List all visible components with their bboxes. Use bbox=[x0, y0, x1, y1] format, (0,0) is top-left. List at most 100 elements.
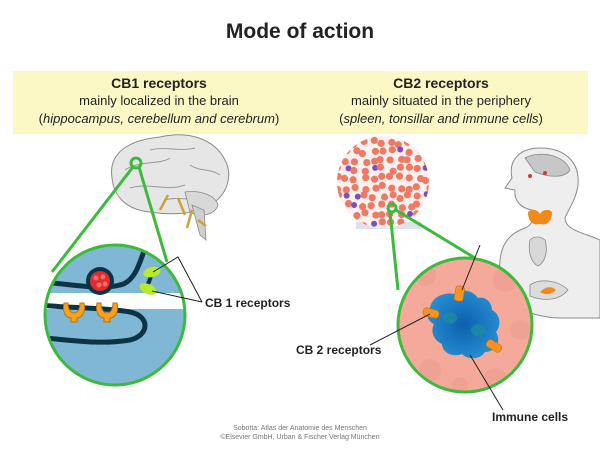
cb2-description: CB2 receptors mainly situated in the per… bbox=[296, 74, 586, 128]
red-blood-cell bbox=[370, 136, 378, 144]
red-blood-cell bbox=[341, 138, 349, 146]
cb1-heading: CB1 receptors bbox=[111, 75, 207, 91]
paren-open: ( bbox=[38, 111, 44, 126]
red-blood-cell bbox=[417, 147, 425, 155]
red-blood-cell bbox=[413, 138, 421, 146]
cb2-zoom-connector bbox=[386, 202, 476, 291]
cb1-receptor-icons bbox=[139, 266, 161, 295]
cb1-magnified-view bbox=[43, 243, 187, 387]
credit-line-2: ©Elsevier GmbH, Urban & Fischer Verlag M… bbox=[220, 434, 380, 441]
red-blood-cell bbox=[350, 166, 358, 175]
human-body-illustration bbox=[499, 147, 600, 319]
white-blood-cell bbox=[354, 193, 361, 200]
red-blood-cell bbox=[378, 211, 386, 219]
red-blood-cell bbox=[370, 175, 379, 183]
red-blood-cell bbox=[423, 147, 429, 155]
red-blood-cell bbox=[425, 213, 429, 221]
red-blood-cell bbox=[395, 172, 404, 180]
white-blood-cell bbox=[423, 191, 429, 198]
image-credit: Sobotta: Atlas der Anatomie des Menschen… bbox=[0, 424, 600, 442]
red-blood-cell bbox=[342, 186, 350, 194]
red-blood-cell bbox=[349, 176, 357, 184]
red-blood-cell bbox=[377, 139, 385, 147]
red-blood-cell bbox=[337, 191, 342, 199]
red-blood-cell bbox=[398, 185, 406, 193]
red-blood-cell bbox=[361, 209, 369, 217]
red-blood-cell bbox=[341, 213, 349, 221]
red-blood-cell bbox=[376, 156, 384, 164]
red-blood-cell bbox=[337, 172, 342, 181]
red-blood-cell bbox=[362, 174, 370, 182]
red-blood-cell bbox=[396, 194, 404, 203]
red-blood-cell bbox=[337, 210, 340, 218]
cb1-zoom-connector bbox=[50, 156, 169, 273]
white-blood-cell bbox=[372, 164, 379, 171]
red-blood-cell bbox=[353, 211, 361, 220]
red-blood-cell bbox=[371, 147, 380, 155]
cb2-receptors-label: CB 2 receptors bbox=[296, 343, 382, 357]
cb2-subtitle: mainly situated in the periphery bbox=[351, 93, 531, 108]
red-blood-cell bbox=[353, 147, 361, 155]
cb2-label-pointer bbox=[369, 244, 504, 411]
red-blood-cell bbox=[385, 172, 394, 180]
red-blood-cell bbox=[376, 163, 385, 171]
red-blood-cell bbox=[378, 218, 386, 226]
red-blood-cell bbox=[378, 181, 386, 189]
red-blood-cell bbox=[337, 147, 344, 155]
header-band bbox=[13, 71, 588, 134]
cb2-detail-text: spleen, tonsillar and immune cells bbox=[343, 111, 539, 126]
red-blood-cell bbox=[351, 183, 359, 192]
red-blood-cell bbox=[337, 164, 341, 172]
red-blood-cell bbox=[344, 199, 353, 208]
cb2-magnified-view bbox=[396, 256, 534, 394]
red-blood-cell bbox=[341, 158, 349, 166]
red-blood-cell bbox=[405, 163, 414, 171]
cb1-label-pointer bbox=[151, 256, 203, 303]
white-blood-cell bbox=[337, 220, 343, 227]
brain-illustration bbox=[111, 134, 230, 241]
red-blood-cell bbox=[422, 176, 429, 185]
red-blood-cell bbox=[340, 174, 349, 182]
red-blood-cell bbox=[367, 202, 375, 210]
red-blood-cell bbox=[404, 138, 412, 146]
blood-smear-illustration bbox=[337, 136, 429, 229]
red-blood-cell bbox=[403, 156, 411, 164]
red-blood-cell bbox=[372, 211, 380, 219]
red-blood-cell bbox=[388, 146, 396, 154]
red-blood-cell bbox=[398, 204, 407, 212]
red-blood-cell bbox=[414, 154, 422, 163]
cb2-heading: CB2 receptors bbox=[393, 75, 489, 91]
red-blood-cell bbox=[386, 156, 394, 164]
paren-open: ( bbox=[339, 111, 344, 126]
red-blood-cell bbox=[360, 137, 368, 146]
immune-cell-shape bbox=[427, 290, 500, 359]
postsynaptic-receptor bbox=[63, 302, 118, 323]
red-blood-cell bbox=[413, 164, 421, 173]
red-blood-cell bbox=[396, 163, 405, 171]
cb1-subtitle: mainly localized in the brain bbox=[79, 93, 239, 108]
red-blood-cell bbox=[359, 203, 367, 211]
paren-close: ) bbox=[274, 111, 280, 126]
red-blood-cell bbox=[405, 148, 413, 157]
white-blood-cell bbox=[371, 220, 378, 227]
white-blood-cell bbox=[343, 192, 350, 199]
red-blood-cell bbox=[389, 191, 397, 199]
red-blood-cell bbox=[378, 200, 386, 208]
red-blood-cell bbox=[378, 172, 386, 180]
cb1-detail-text: hippocampus, cerebellum and cerebrum bbox=[43, 111, 275, 126]
red-blood-cell bbox=[412, 183, 420, 191]
red-blood-cell bbox=[337, 201, 343, 209]
red-blood-cell bbox=[388, 184, 396, 192]
white-blood-cell bbox=[397, 146, 404, 153]
credit-line-1: Sobotta: Atlas der Anatomie des Menschen bbox=[233, 425, 367, 432]
white-blood-cell bbox=[407, 210, 414, 217]
red-blood-cell bbox=[426, 184, 429, 192]
paren-close: ) bbox=[538, 111, 543, 126]
red-blood-cell bbox=[425, 202, 429, 210]
red-blood-cell bbox=[405, 185, 413, 194]
page-title: Mode of action bbox=[225, 20, 375, 43]
red-blood-cell bbox=[389, 167, 397, 175]
red-blood-cell bbox=[350, 158, 358, 166]
red-blood-cell bbox=[413, 210, 421, 218]
